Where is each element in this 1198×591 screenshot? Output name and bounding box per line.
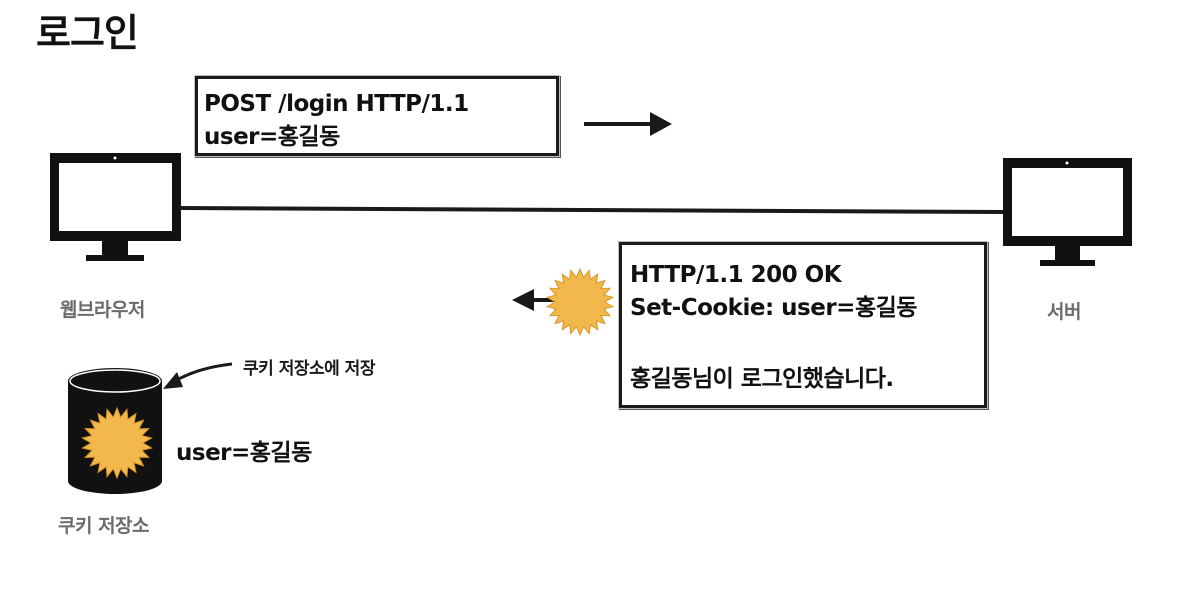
browser-label: 웹브라우저 — [60, 299, 145, 321]
stored-cookie-value: user=홍길동 — [176, 440, 312, 466]
curved-arrow-icon — [163, 362, 233, 389]
browser-monitor-icon — [50, 153, 181, 261]
cookie-icon — [546, 267, 614, 337]
server-label: 서버 — [1047, 301, 1081, 323]
connection-line — [179, 206, 1004, 214]
store-note: 쿠키 저장소에 저장 — [243, 359, 375, 379]
response-set-cookie: Set-Cookie: user=홍길동 — [630, 295, 917, 321]
response-message-box: HTTP/1.1 200 OK Set-Cookie: user=홍길동 홍길동… — [619, 242, 987, 408]
arrow-right-icon — [584, 112, 672, 136]
server-monitor-icon — [1003, 158, 1132, 266]
stored-cookie-icon — [81, 406, 153, 480]
arrow-left-icon — [512, 289, 556, 311]
response-status: HTTP/1.1 200 OK — [630, 262, 842, 288]
cookie-store-label: 쿠키 저장소 — [58, 515, 150, 537]
response-body: 홍길동님이 로그인했습니다. — [630, 366, 894, 392]
page-title: 로그인 — [36, 11, 139, 55]
request-line: POST /login HTTP/1.1 — [204, 91, 469, 117]
request-body: user=홍길동 — [204, 124, 340, 150]
request-message-box: POST /login HTTP/1.1 user=홍길동 — [195, 76, 559, 156]
